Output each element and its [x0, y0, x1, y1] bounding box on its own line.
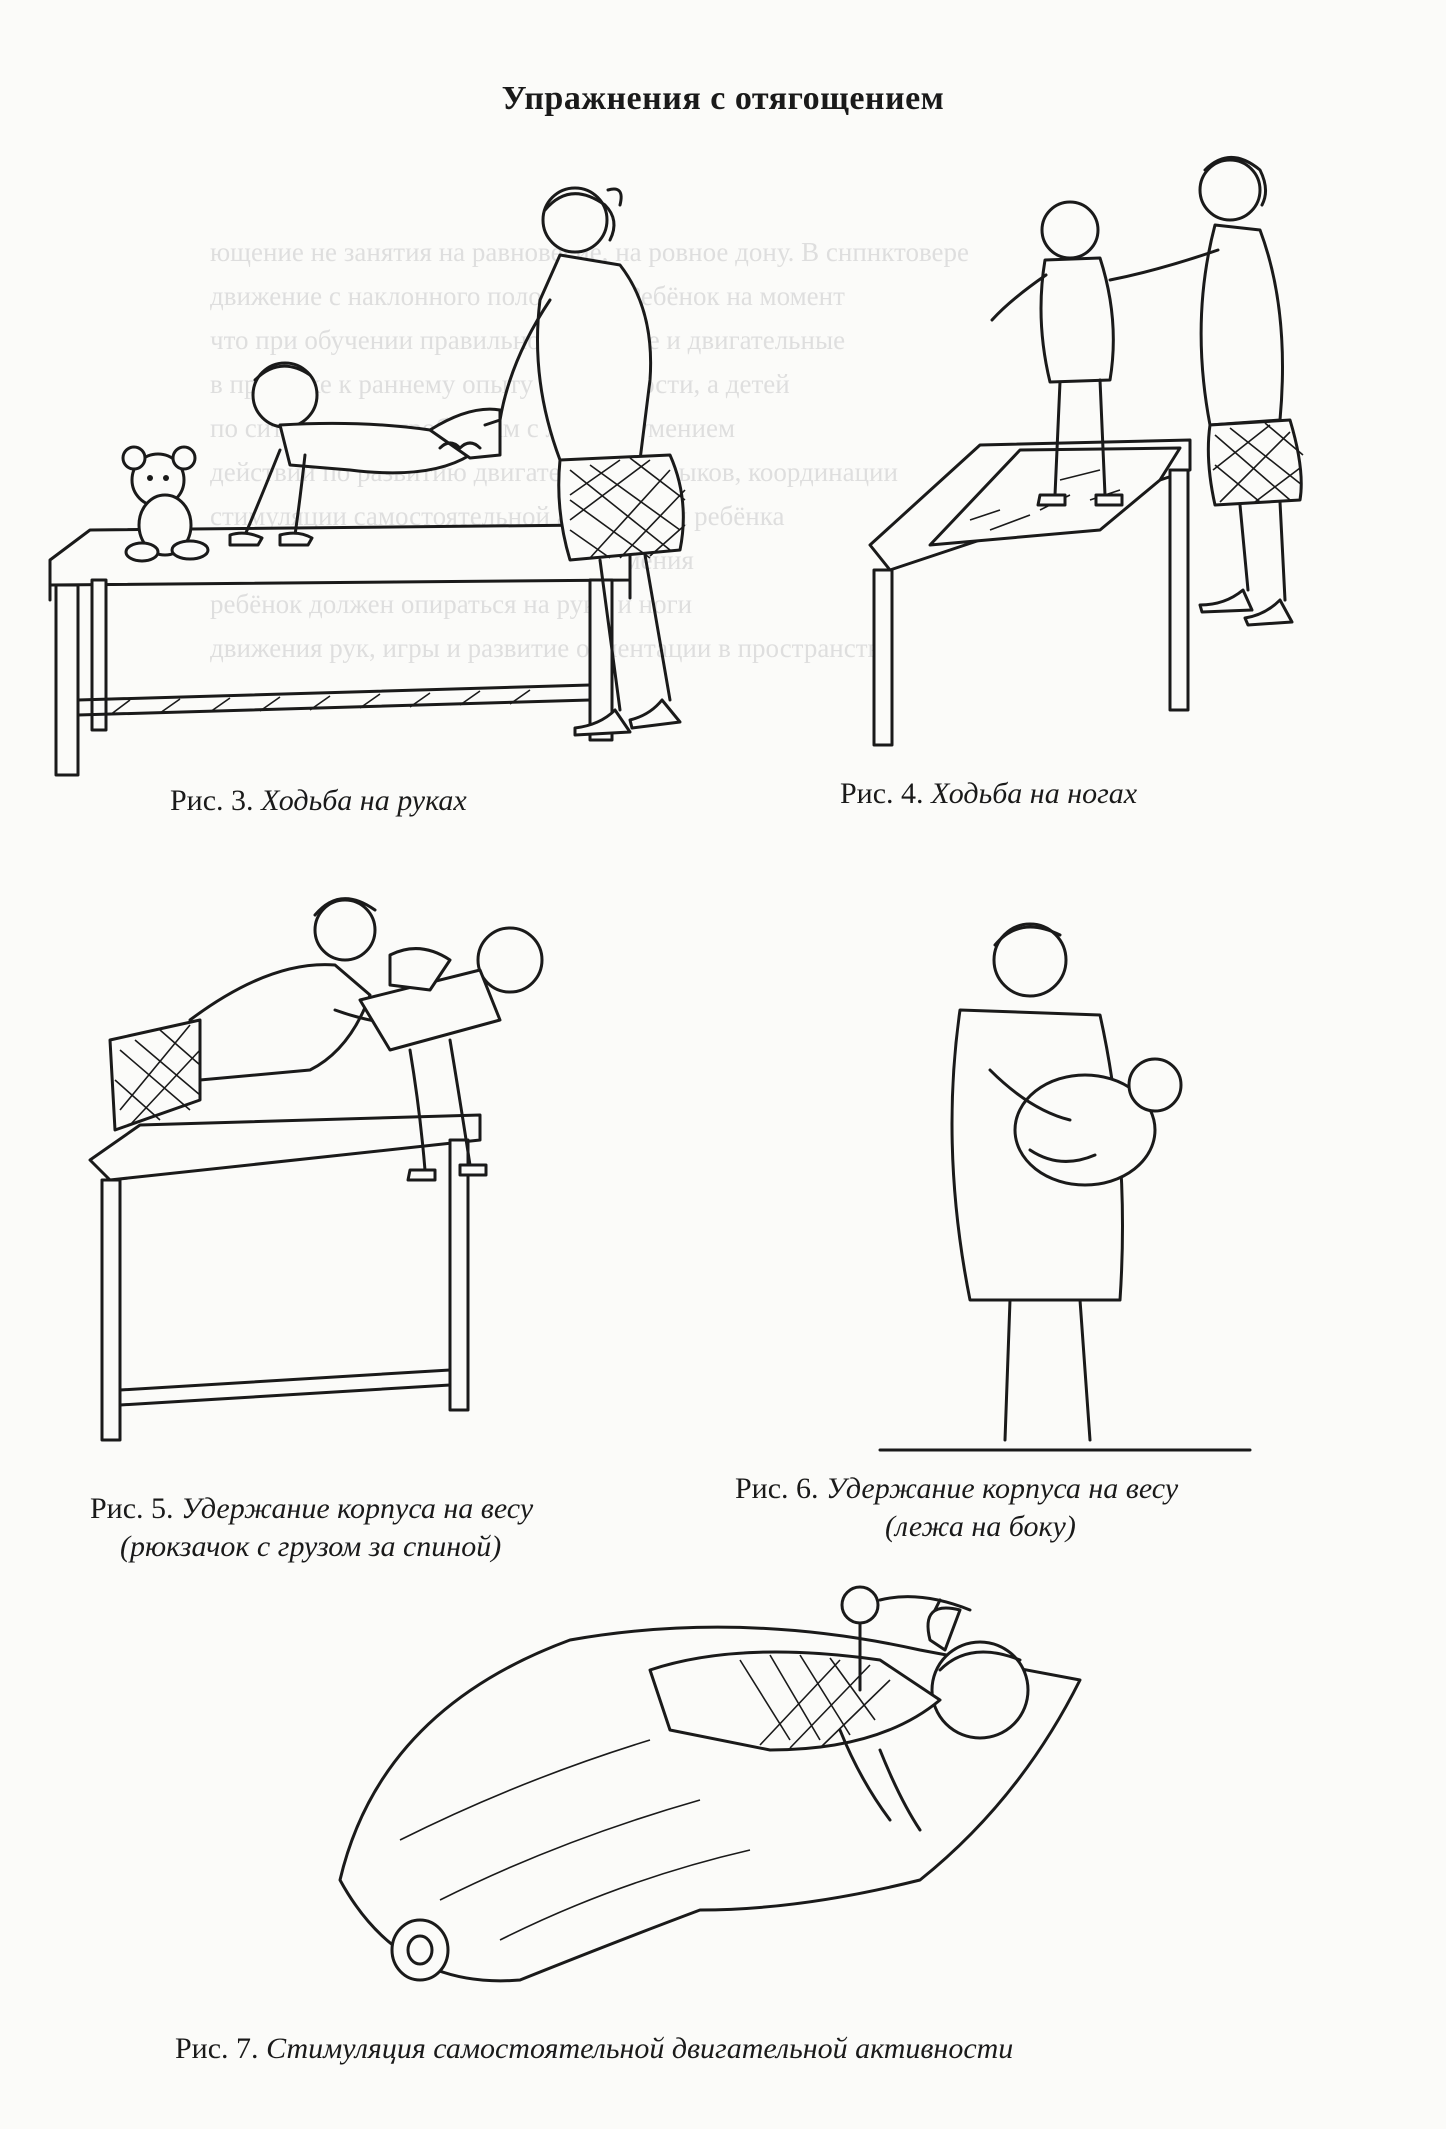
child-figure [988, 1057, 1183, 1187]
figure-3-number: Рис. 3. [170, 784, 254, 817]
page-title: Упражнения с отягощением [501, 80, 945, 117]
figure-6-subtitle: (лежа на боку) [885, 1510, 1076, 1543]
figure-7-title: Стимуляция самостоятельной двигательной … [266, 2032, 1014, 2065]
figure-5-line1: Рис. 5. Удержание корпуса на весу [90, 1490, 533, 1528]
figure-6-title: Удержание корпуса на весу [826, 1472, 1179, 1505]
figure-5-title: Удержание корпуса на весу [181, 1492, 534, 1525]
figure-5-subtitle: (рюкзачок с грузом за спиной) [120, 1530, 502, 1563]
figure-3-caption: Рис. 3. Ходьба на руках [170, 782, 467, 820]
figure-5-illustration [88, 897, 544, 1442]
figure-7-illustration [338, 1585, 1082, 1983]
woman-figure [483, 186, 686, 737]
figure-6-line2: (лежа на боку) [885, 1508, 1178, 1546]
roller-drawing [390, 1918, 450, 1982]
rattle-toy-drawing [840, 1585, 880, 1692]
figure-7-caption: Рис. 7. Стимуляция самостоятельной двига… [175, 2030, 1013, 2068]
teddy-bear-drawing [121, 445, 210, 563]
figure-5-caption: Рис. 5. Удержание корпуса на весу (рюкза… [90, 1490, 533, 1566]
figure-7-number: Рис. 7. [175, 2032, 259, 2065]
child-figure [358, 926, 544, 1182]
figure-5-number: Рис. 5. [90, 1492, 174, 1525]
figure-3-title: Ходьба на руках [261, 784, 467, 817]
woman-figure [108, 897, 452, 1132]
man-figure [878, 922, 1252, 1452]
figure-4-number: Рис. 4. [840, 777, 924, 810]
figure-6-number: Рис. 6. [735, 1472, 819, 1505]
figure-3-illustration [48, 186, 686, 777]
figure-5-line2: (рюкзачок с грузом за спиной) [120, 1528, 533, 1566]
figure-4-illustration [868, 156, 1304, 747]
child-figure [228, 361, 502, 547]
figure-6-caption: Рис. 6. Удержание корпуса на весу (лежа … [735, 1470, 1178, 1546]
figure-4-caption: Рис. 4. Ходьба на ногах [840, 775, 1137, 813]
baby-figure [648, 1595, 1030, 1832]
woman-figure [1108, 156, 1304, 627]
figure-4-title: Ходьба на ногах [931, 777, 1138, 810]
bleed-line: движения рук, игры и развитие ориентации… [210, 633, 893, 663]
child-figure [990, 200, 1124, 507]
figure-6-line1: Рис. 6. Удержание корпуса на весу [735, 1470, 1178, 1508]
figure-6-illustration [878, 922, 1252, 1452]
bleed-line: движение с наклонного положения. Ребёнок… [210, 281, 845, 311]
